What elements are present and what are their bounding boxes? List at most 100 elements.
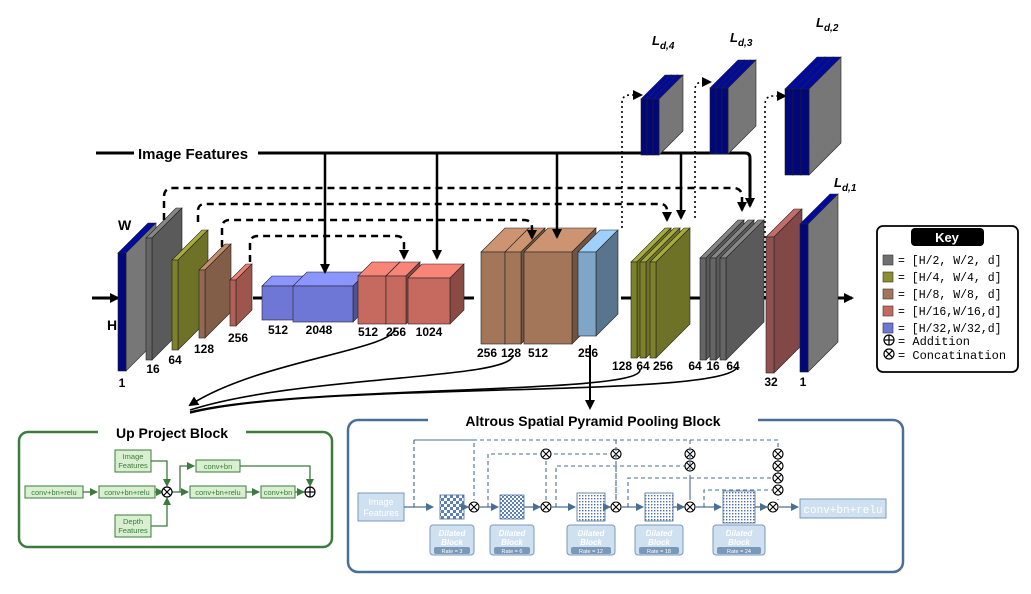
loss-subscript: d,1	[842, 183, 857, 194]
key-row: = [H/2, W/2, d]	[898, 255, 1002, 268]
key-swatch	[882, 305, 894, 317]
key-swatch	[882, 271, 894, 283]
block-aspp-256	[577, 229, 619, 337]
dilated-kernel-icon	[644, 492, 674, 522]
dilated-label: Block	[501, 538, 523, 547]
dilated-kernel-icon	[722, 490, 756, 524]
block-label: 128	[612, 359, 632, 373]
loss-outputs: Ld,4 Ld,3 Ld,2Ld,1	[640, 15, 857, 194]
dilation-rate: Rate = 3	[442, 549, 463, 555]
dilated-label: Block	[648, 538, 670, 547]
block-label: 64	[726, 359, 740, 373]
loss-connections	[621, 77, 787, 298]
aspp-image-features-2: Features	[363, 508, 399, 518]
block-label: 512	[528, 346, 548, 360]
key-concatenation: = Concatination	[898, 349, 1006, 363]
up-image-features-2: Features	[118, 461, 148, 470]
block-label: 128	[194, 342, 214, 356]
dilation-rate: Rate = 24	[727, 549, 751, 555]
block-label: 64	[168, 353, 182, 367]
block-label: 256	[578, 346, 598, 360]
block-32-out	[765, 208, 803, 374]
block-256-up2	[649, 227, 691, 359]
up-cbr-3: conv+bn+relu	[195, 488, 240, 497]
key-row: = [H/16,W/16,d]	[898, 306, 1002, 319]
block-2048	[292, 271, 368, 323]
loss-d2-slab	[800, 56, 842, 176]
dilated-label: Dilated	[439, 529, 467, 538]
dilated-label: Dilated	[499, 529, 527, 538]
block-label: 64	[636, 359, 650, 373]
block-label: 16	[146, 362, 160, 376]
block-label: 2048	[306, 323, 333, 337]
block-label: 1	[800, 375, 807, 389]
loss-label: Ld,4	[652, 33, 675, 52]
up-cbr-1: conv+bn+relu	[31, 488, 76, 497]
up-cb-right: conv+bn	[264, 488, 293, 497]
key-swatch	[882, 288, 894, 300]
key-swatch	[882, 322, 894, 334]
aspp-image-features-1: Image	[368, 497, 393, 507]
h-label: H	[107, 317, 117, 333]
block-256	[229, 263, 253, 327]
dilation-rate: Rate = 6	[502, 549, 523, 555]
dilated-label: Block	[580, 538, 602, 547]
loss-label: Ld,1	[834, 175, 857, 194]
key-title: Key	[935, 230, 960, 245]
aspp-output: conv+bn+relu	[803, 505, 882, 517]
key-row: = [H/8, W/8, d]	[898, 289, 1002, 302]
image-features-line	[258, 151, 755, 208]
dilated-kernel-icon	[439, 494, 465, 520]
aspp-block: Altrous Spatial Pyramid Pooling Block Im…	[346, 410, 905, 574]
dilation-rate: Rate = 18	[647, 549, 671, 555]
key-row: = [H/4, W/4, d]	[898, 272, 1002, 285]
block-label: 1	[119, 376, 126, 390]
block-label: 128	[501, 346, 521, 360]
up-cbr-2: conv+bn+relu	[104, 488, 149, 497]
block-64-up3b	[719, 219, 765, 361]
loss-subscript: d,4	[660, 41, 675, 52]
block-label: 512	[358, 325, 378, 339]
dilation-rate: Rate = 12	[579, 549, 603, 555]
dilated-label: Dilated	[646, 529, 674, 538]
skip-connections	[162, 186, 747, 262]
dilated-label: Block	[728, 538, 750, 547]
dilated-label: Dilated	[726, 529, 754, 538]
block-label: 512	[268, 323, 288, 337]
loss-subscript: d,2	[824, 23, 839, 34]
key-swatch	[882, 254, 894, 266]
loss-label: Ld,3	[730, 30, 753, 49]
up-block-title: Up Project Block	[116, 425, 228, 441]
up-depth-features-1: Depth	[123, 517, 143, 526]
block-1024	[407, 263, 465, 325]
loss-subscript: d,3	[738, 38, 753, 49]
loss-d4-slab	[652, 74, 684, 156]
block-label: 256	[477, 346, 497, 360]
dilated-label: Dilated	[578, 529, 606, 538]
block-links	[188, 327, 739, 414]
up-image-features-1: Image	[123, 452, 144, 461]
dilated-kernel-icon	[499, 494, 525, 520]
block-label: 32	[764, 375, 778, 389]
up-cb-top: conv+bn	[204, 462, 233, 471]
block-label: 256	[386, 325, 406, 339]
block-label: 64	[688, 359, 702, 373]
key-row: = [H/32,W/32,d]	[898, 323, 1002, 336]
encoder-decoder-blocks: 1 16 64 128 256 512 2048 512 256 1024 256 128 512 256…	[117, 193, 839, 390]
block-label: 256	[653, 359, 673, 373]
key-addition: = Addition	[898, 335, 970, 349]
up-project-block: Up Project Block Image Features Depth Fe…	[17, 422, 334, 549]
block-label: 256	[228, 331, 248, 345]
up-depth-features-2: Features	[118, 526, 148, 535]
block-label: 16	[706, 359, 720, 373]
block-label: 1024	[416, 325, 443, 339]
dilated-label: Block	[441, 538, 463, 547]
loss-d3-slab	[721, 59, 757, 155]
dilated-kernel-icon	[576, 492, 606, 522]
loss-label: Ld,2	[816, 15, 839, 34]
w-label: W	[118, 217, 132, 233]
aspp-title: Altrous Spatial Pyramid Pooling Block	[465, 413, 720, 429]
image-features-label: Image Features	[138, 146, 248, 163]
